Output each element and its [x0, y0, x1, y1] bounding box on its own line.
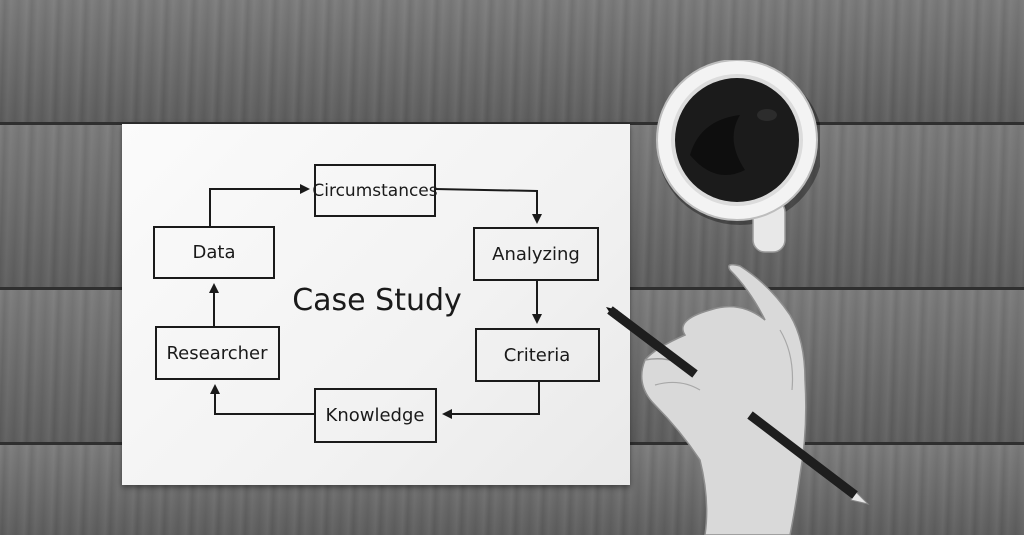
node-label-researcher: Researcher — [166, 343, 268, 364]
node-label-analyzing: Analyzing — [492, 244, 580, 265]
hand-icon — [606, 263, 870, 535]
coffee-cup-icon — [656, 60, 820, 253]
node-label-data: Data — [193, 242, 236, 263]
node-label-knowledge: Knowledge — [326, 405, 425, 426]
knowledge-box — [314, 388, 437, 443]
paper-sheet: Circumstances Analyzing Criteria Knowled… — [122, 124, 630, 485]
arrow-circumstances-to-analyzing — [434, 188, 542, 224]
case-study-diagram: Circumstances Analyzing Criteria Knowled… — [153, 164, 600, 443]
circumstances-box — [314, 164, 436, 217]
researcher-box — [155, 326, 280, 380]
wood-plank — [0, 0, 1024, 125]
diagram-title: Case Study — [292, 283, 462, 318]
criteria-box — [475, 328, 600, 382]
arrow-criteria-to-knowledge — [442, 381, 540, 419]
data-box — [153, 226, 275, 279]
arrow-knowledge-to-researcher — [210, 384, 315, 415]
node-label-circumstances: Circumstances — [312, 181, 437, 201]
node-label-criteria: Criteria — [504, 345, 571, 366]
arrow-data-to-circumstances — [209, 184, 310, 227]
